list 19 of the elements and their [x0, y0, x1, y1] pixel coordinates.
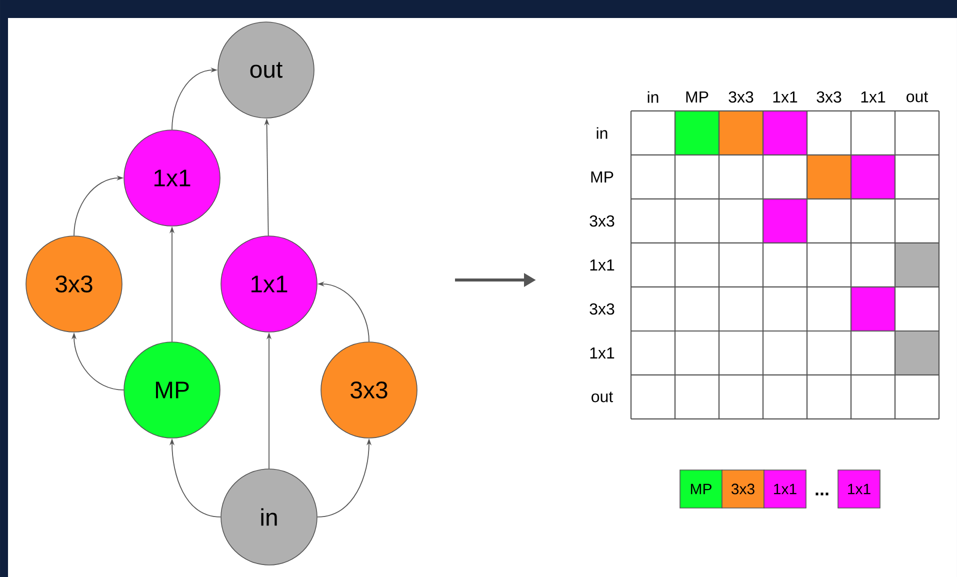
- column-header: out: [906, 92, 928, 102]
- layer-box: 3x3: [722, 470, 764, 508]
- column-header: 1x1: [861, 91, 886, 102]
- column-header: 3x3: [728, 91, 754, 103]
- column-header: 3x3: [816, 91, 842, 103]
- row-header: in: [596, 127, 608, 139]
- row-header: 1x1: [590, 347, 614, 358]
- row-header: 3x3: [590, 215, 614, 227]
- column-header: 1x1: [773, 91, 798, 102]
- layer-box: 1x1: [764, 470, 806, 508]
- layer-box: MP: [680, 470, 722, 508]
- layer-box: 1x1: [838, 470, 880, 508]
- row-header: MP: [591, 171, 614, 182]
- row-header: out: [592, 392, 613, 402]
- row-header: 1x1: [590, 259, 614, 270]
- row-header: 3x3: [590, 303, 614, 315]
- column-header: MP: [686, 91, 708, 102]
- column-header: in: [648, 91, 658, 103]
- ellipsis: ...: [816, 492, 828, 496]
